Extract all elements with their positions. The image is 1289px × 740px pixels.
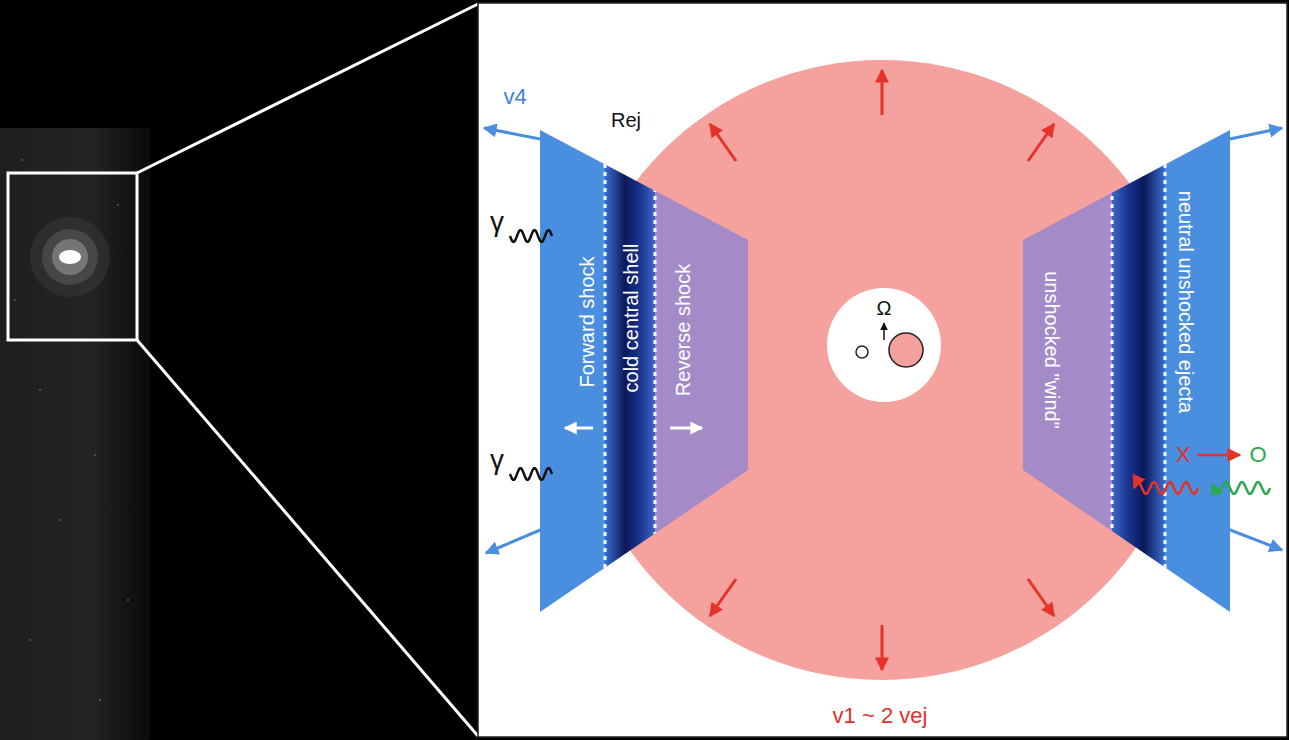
gamma-symbol-holder: γ [490, 446, 504, 474]
optical-symbol-holder: O [1249, 444, 1266, 466]
photon-waves [510, 230, 1270, 494]
gamma-symbol: γ [490, 446, 504, 474]
conversion-arrow [1197, 454, 1240, 457]
ejecta-arrows [484, 128, 1282, 553]
region-label-holder: Forward shock [577, 256, 597, 387]
velocity-label: v1 ~ 2 vej [833, 705, 928, 727]
region-label: Forward shock [577, 256, 597, 387]
gamma-symbol-holder: γ [490, 208, 504, 236]
region-label-holder: unshocked "wind" [1042, 271, 1062, 429]
right-outflow [1023, 100, 1230, 640]
radius-label: Rej [611, 110, 641, 130]
photon-wave [510, 230, 552, 242]
shock-arrows [565, 427, 702, 430]
xray-symbol: X [1176, 444, 1191, 466]
zoom-box [8, 173, 137, 340]
region-label-holder: cold central shell [621, 244, 641, 393]
velocity-label-holder: v1 ~ 2 vej [833, 705, 928, 727]
binary-system [827, 288, 941, 402]
region-label: unshocked "wind" [1042, 271, 1062, 429]
xray-symbol-holder: X [1176, 444, 1191, 466]
wind-arrows [710, 70, 1054, 670]
optical-symbol: O [1249, 444, 1266, 466]
gamma-symbol: γ [490, 208, 504, 236]
rotation-symbol: Ω [877, 298, 892, 318]
region-label-holder: neutral unshocked ejecta [1176, 191, 1196, 413]
region-label-holder: Reverse shock [673, 264, 693, 396]
region-label: cold central shell [621, 244, 641, 393]
region-label: Reverse shock [673, 264, 693, 396]
wind-sphere [572, 60, 1192, 680]
rotation-symbol-holder: Ω [877, 298, 892, 318]
velocity-label-holder: v4 [503, 86, 526, 108]
diagram-panel [478, 3, 1287, 737]
region-label: neutral unshocked ejecta [1176, 191, 1196, 413]
photon-wave [1212, 482, 1270, 494]
zoom-line [137, 340, 478, 736]
velocity-label: v4 [503, 86, 526, 108]
left-outflow [540, 100, 748, 640]
nova-source [30, 217, 110, 297]
photon-wave [1134, 482, 1198, 494]
photon-wave [510, 468, 552, 480]
sky-strip [0, 128, 150, 740]
zoom-line [137, 4, 478, 173]
radius-label-holder: Rej [611, 110, 641, 130]
stars [14, 159, 129, 701]
